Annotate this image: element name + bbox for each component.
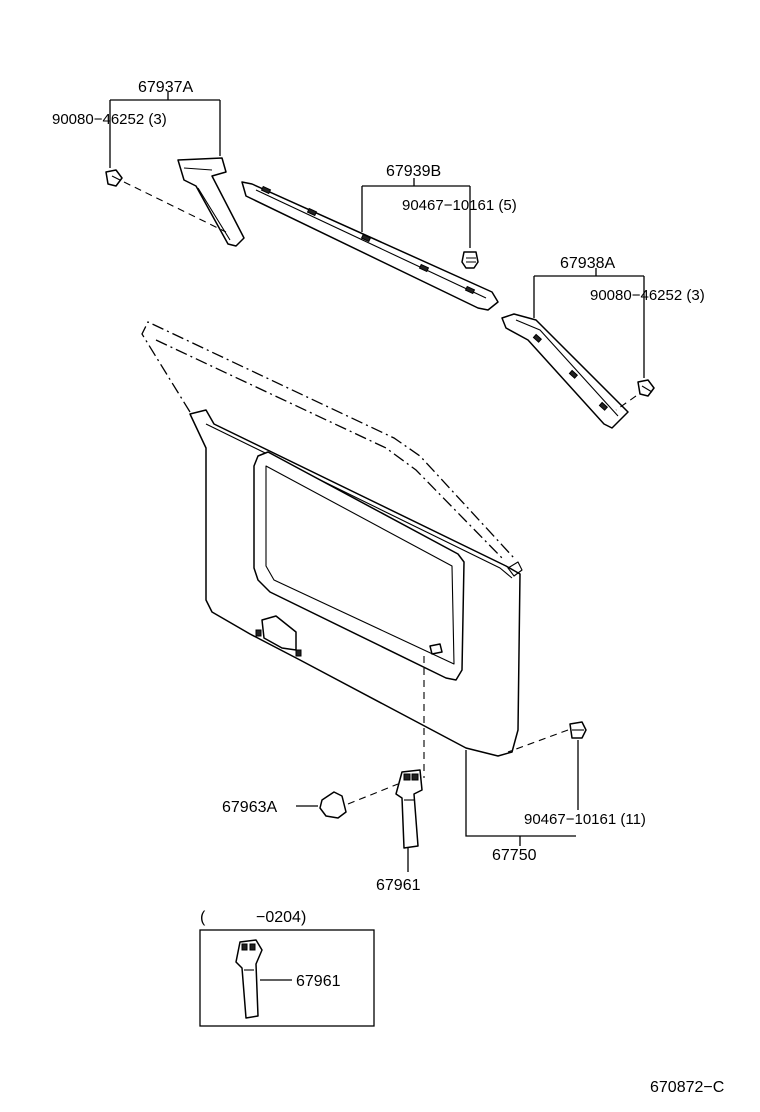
inset-range-end: −0204) bbox=[256, 909, 306, 926]
label-67961-main: 67961 bbox=[376, 877, 421, 894]
label-90080-right: 90080−46252 (3) bbox=[590, 287, 705, 304]
cap-67963A bbox=[319, 791, 347, 819]
label-67939B: 67939B bbox=[386, 163, 441, 180]
leader-67750 bbox=[465, 750, 576, 846]
pull-strap-67961 bbox=[395, 769, 423, 849]
back-door-outline-inner bbox=[155, 339, 505, 561]
leader-67937A bbox=[109, 92, 221, 168]
back-door-outline bbox=[141, 321, 515, 559]
dashline-bottom-clip bbox=[507, 729, 569, 753]
dashline-cap bbox=[347, 783, 399, 805]
pull-strap-67961-inset bbox=[235, 939, 263, 1019]
label-67750: 67750 bbox=[492, 847, 537, 864]
clip-90080-left bbox=[105, 169, 123, 187]
dashline-left-clip bbox=[123, 181, 227, 233]
clip-90467-bottom bbox=[569, 721, 587, 739]
upper-trim-left-67937A bbox=[177, 157, 245, 247]
upper-trim-right-67938A bbox=[501, 313, 629, 429]
leader-67939B bbox=[361, 178, 471, 248]
label-90467-11: 90467−10161 (11) bbox=[524, 811, 646, 828]
label-67938A: 67938A bbox=[560, 255, 615, 272]
label-90467-5: 90467−10161 (5) bbox=[402, 197, 517, 214]
clip-90467-top bbox=[461, 251, 479, 269]
inset-range-open: ( bbox=[200, 909, 206, 926]
dashline-right-clip bbox=[615, 395, 637, 411]
back-door-trim-board-67750 bbox=[189, 409, 523, 757]
inset-box bbox=[199, 929, 375, 1027]
label-67963A: 67963A bbox=[222, 799, 277, 816]
drawing-code: 670872−C bbox=[650, 1079, 724, 1096]
label-67937A: 67937A bbox=[138, 79, 193, 96]
label-90080-left: 90080−46252 (3) bbox=[52, 111, 167, 128]
label-67961-inset: 67961 bbox=[296, 973, 341, 990]
upper-moulding-center-67939B bbox=[241, 181, 499, 311]
leader-67938A bbox=[533, 268, 645, 378]
clip-90080-right bbox=[637, 379, 655, 397]
